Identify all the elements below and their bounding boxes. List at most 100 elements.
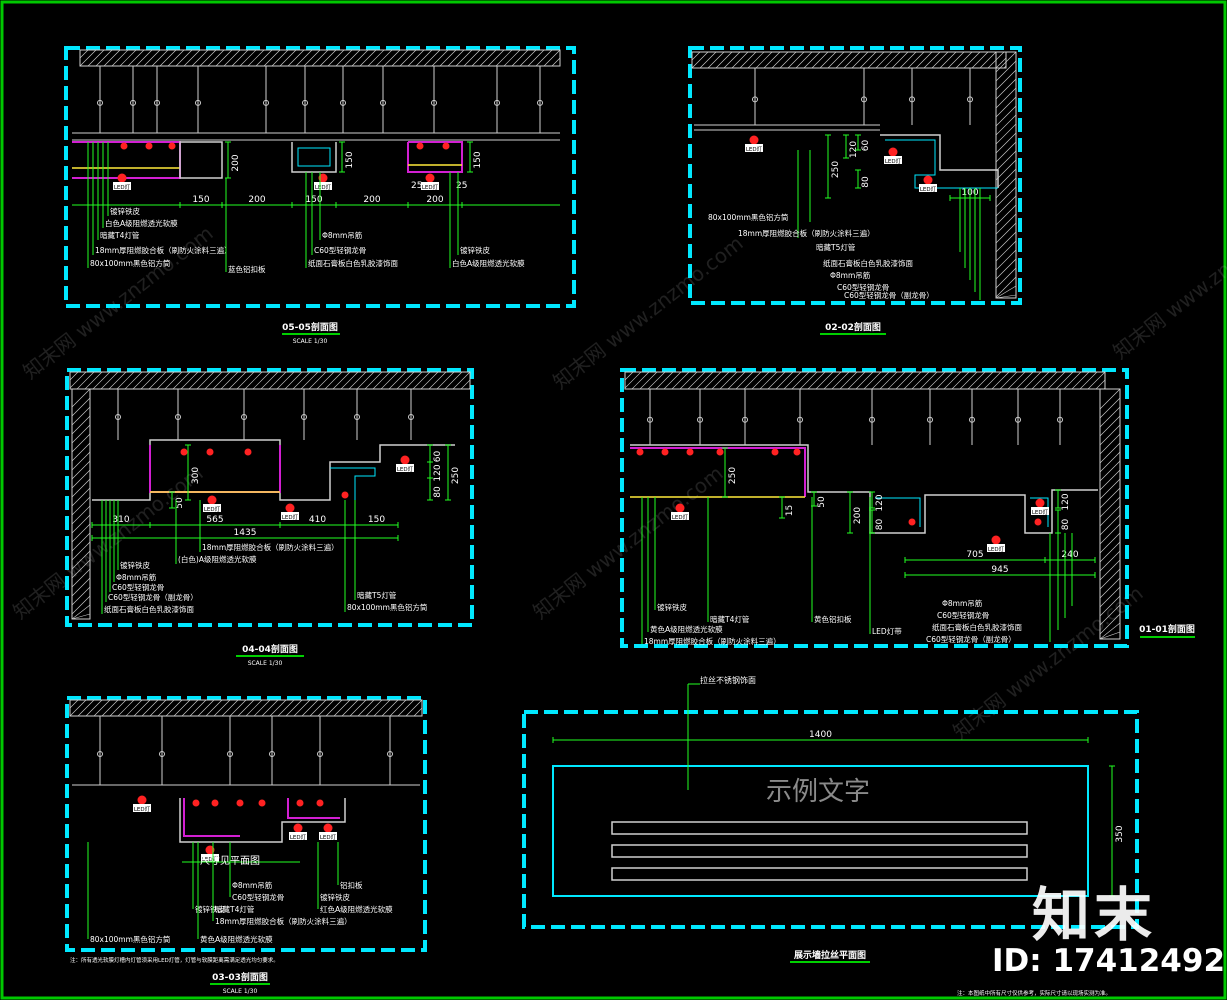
panel-0202-slab-hatch xyxy=(715,51,733,69)
panel-0101-slab-hatch xyxy=(767,371,786,390)
panel-0303-slab-hatch xyxy=(293,699,311,717)
panel-0303-slab-hatch xyxy=(77,699,95,717)
panel-0404-frame xyxy=(65,368,474,627)
panel-0202-slab-hatch xyxy=(875,51,893,69)
panel-0505-frame xyxy=(64,46,576,308)
panel-0404-slab-hatch xyxy=(340,371,359,390)
panel-0404-slab-hatch xyxy=(404,371,423,390)
panel-0202-slab-hatch xyxy=(947,51,965,69)
panel-0202-slab-hatch xyxy=(771,51,789,69)
panel-0505-callout: 白色A级阻燃透光软膜 xyxy=(105,218,178,228)
panel-0404-dim-label: 300 xyxy=(191,467,201,484)
panel-0404-slab-hatch xyxy=(172,371,191,390)
panel-0303-callout: 镀锌铁皮 xyxy=(320,892,350,902)
panel-0505-callout-bottom: 蓝色铝扣板 xyxy=(228,264,266,274)
panel-0404-wall-hatch xyxy=(71,442,91,462)
panel-0202-step xyxy=(880,134,999,188)
panel-0202-wall-hatch xyxy=(995,51,1017,73)
panel-0202-wall-hatch xyxy=(995,87,1017,109)
panel-0101-wall-hatch xyxy=(1099,532,1121,554)
panel-0202-wall-hatch xyxy=(995,105,1017,127)
panel-0404-wall-hatch xyxy=(71,586,91,606)
panel-0505-slab-hatch xyxy=(447,49,465,67)
panel-0404-slab-hatch xyxy=(132,371,151,390)
panel-0101-wall-hatch xyxy=(1099,514,1121,536)
panel-0303-slab-hatch xyxy=(133,699,151,717)
panel-0404-scale: SCALE 1/30 xyxy=(248,660,283,667)
panel-0505-slab-hatch xyxy=(407,49,425,67)
panel-0505-slab-hatch xyxy=(175,49,193,67)
panel-0303-hanger-clip xyxy=(387,750,393,757)
panel-0101-wall-hatch xyxy=(1099,415,1121,437)
panel-0404-slab-hatch xyxy=(140,371,159,390)
panel-0404-dim-h-label: 310 xyxy=(112,515,129,525)
display-strip xyxy=(611,821,1028,835)
panel-0404-wall-hatch xyxy=(71,460,91,480)
panel-0202-wall-hatch xyxy=(995,132,1017,154)
panel-0505-slab-hatch xyxy=(495,49,513,67)
panel-0404-slab-hatch xyxy=(228,371,247,390)
panel-0404-hanger-clip xyxy=(301,414,307,421)
panel-0505-callout: 纸面石膏板白色乳胶漆饰面 xyxy=(308,258,398,268)
panel-0404-dim-h-label: 150 xyxy=(368,515,385,525)
panel-0303-slab-hatch xyxy=(157,699,175,717)
panel-0303-fixture-tag-bg xyxy=(201,854,219,862)
panel-0303-light xyxy=(316,799,324,807)
panel-0505-hanger-clip xyxy=(154,99,160,106)
panel-0404-fixture xyxy=(207,495,217,505)
panel-0101-hanger-clip xyxy=(969,416,975,423)
panel-0101-wall-hatch xyxy=(1099,586,1121,608)
panel-0404-slab-hatch xyxy=(420,371,439,390)
panel-0101-callout: C60型轻钢龙骨（副龙骨） xyxy=(926,634,1016,644)
panel-0202-slab-hatch xyxy=(883,51,901,69)
display-dim-height-label: 350 xyxy=(1115,825,1125,842)
panel-0303-slab-hatch xyxy=(109,699,127,717)
panel-0404-slab-hatch xyxy=(69,371,87,389)
panel-0404-wall xyxy=(71,388,91,620)
panel-0101-light xyxy=(636,448,644,456)
panel-0404-slab-hatch xyxy=(108,371,127,390)
panel-0101-slab-hatch xyxy=(855,371,874,390)
display-panel-outline xyxy=(552,765,1089,897)
panel-0505-slab-hatch xyxy=(223,49,241,67)
panel-0505-fixture-tag: LED灯 xyxy=(422,183,439,191)
panel-0505-dim-h-label: 200 xyxy=(363,195,380,205)
panel-0202-wall-hatch xyxy=(995,168,1017,190)
panel-0404-wall-hatch xyxy=(71,595,91,615)
panel-0101-fixture xyxy=(675,503,685,513)
panel-0202-slab-hatch xyxy=(955,51,973,69)
panel-0101-slab-hatch xyxy=(943,371,962,390)
panel-0202-slab-hatch xyxy=(787,51,805,69)
panel-0202-slab-hatch xyxy=(739,51,757,69)
panel-0303-footnote: 注：所有透光软膜灯槽内灯管须采用LED灯管，灯管与软膜距离需满足透光均匀要求。 xyxy=(70,956,279,964)
panel-0404-slab-hatch xyxy=(180,371,199,390)
panel-0303-slab-hatch xyxy=(277,699,295,717)
panel-0202-slab-hatch xyxy=(963,51,981,69)
panel-0101-slab-hatch xyxy=(719,371,738,390)
panel-0404-dim-label: 60 xyxy=(433,451,443,463)
panel-0101-dim-label: 80 xyxy=(875,519,885,531)
panel-0101-slab-hatch xyxy=(1079,371,1098,390)
panel-0505-slab-hatch xyxy=(511,49,529,67)
panel-0303-fixture-tag: LED灯 xyxy=(134,805,151,813)
panel-0101-slab-hatch xyxy=(959,371,978,390)
panel-0505-slab-hatch xyxy=(287,49,305,67)
panel-0101-fixture xyxy=(991,535,1001,545)
panel-0101-light xyxy=(793,448,801,456)
panel-0404-slab-hatch xyxy=(396,371,415,390)
display-sample-text: 示例文字 xyxy=(766,777,870,807)
panel-0202-wall-hatch xyxy=(995,276,1017,298)
panel-0404-slab-hatch xyxy=(188,371,207,390)
panel-0505-slab-hatch xyxy=(335,49,353,67)
panel-0202-wall-hatch xyxy=(995,96,1017,118)
panel-0101-wall-hatch xyxy=(1099,397,1121,419)
panel-0101-wall-hatch xyxy=(1099,433,1121,455)
panel-0303-slab-hatch xyxy=(317,699,335,717)
panel-0404-wall-hatch xyxy=(71,550,91,570)
panel-0404-slab-hatch xyxy=(236,371,255,390)
panel-0505-title: 05-05剖面图 xyxy=(282,321,338,333)
panel-0404-slab-hatch xyxy=(220,371,239,390)
panel-0404-fixture-tag-bg xyxy=(396,464,414,472)
panel-0505-slab-hatch xyxy=(119,49,137,67)
panel-0505-dim-h-label: 200 xyxy=(248,195,265,205)
